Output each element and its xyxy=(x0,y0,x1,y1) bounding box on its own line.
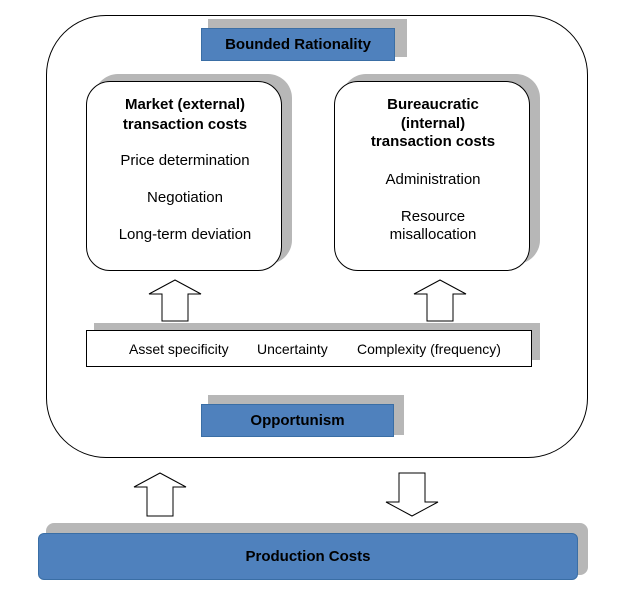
arrow-up-bureaucratic xyxy=(413,279,467,322)
bureaucratic-item-resource: Resource xyxy=(400,208,466,225)
factors-bar: Asset specificity Uncertainty Complexity… xyxy=(86,330,532,367)
bureaucratic-item-administration: Administration xyxy=(385,171,481,188)
bounded-rationality-box: Bounded Rationality xyxy=(201,28,395,61)
market-box: Market (external) transaction costs Pric… xyxy=(86,81,282,271)
market-item-price: Price determination xyxy=(120,152,250,169)
opportunism-box: Opportunism xyxy=(201,404,394,437)
production-costs-box: Production Costs xyxy=(38,533,578,580)
market-item-longterm: Long-term deviation xyxy=(118,226,252,243)
market-box-title-2: transaction costs xyxy=(122,116,248,133)
production-costs-label: Production Costs xyxy=(245,548,371,565)
arrow-up-market xyxy=(148,279,202,322)
bounded-rationality-label: Bounded Rationality xyxy=(225,36,371,53)
factor-complexity: Complexity (frequency) xyxy=(357,341,501,357)
factor-uncertainty: Uncertainty xyxy=(257,341,328,357)
bureaucratic-item-misallocation: misallocation xyxy=(389,226,477,243)
bureaucratic-box-title-3: transaction costs xyxy=(370,133,496,150)
bureaucratic-box-title-1: Bureaucratic xyxy=(387,96,479,113)
bureaucratic-box: Bureaucratic (internal) transaction cost… xyxy=(334,81,530,271)
factor-asset-specificity: Asset specificity xyxy=(129,341,229,357)
market-item-negotiation: Negotiation xyxy=(147,189,223,206)
arrow-up-production xyxy=(133,472,187,517)
arrow-down-production xyxy=(385,472,439,517)
bureaucratic-box-title-2: (internal) xyxy=(400,115,466,132)
market-box-title-1: Market (external) xyxy=(124,96,246,113)
opportunism-label: Opportunism xyxy=(250,412,345,429)
